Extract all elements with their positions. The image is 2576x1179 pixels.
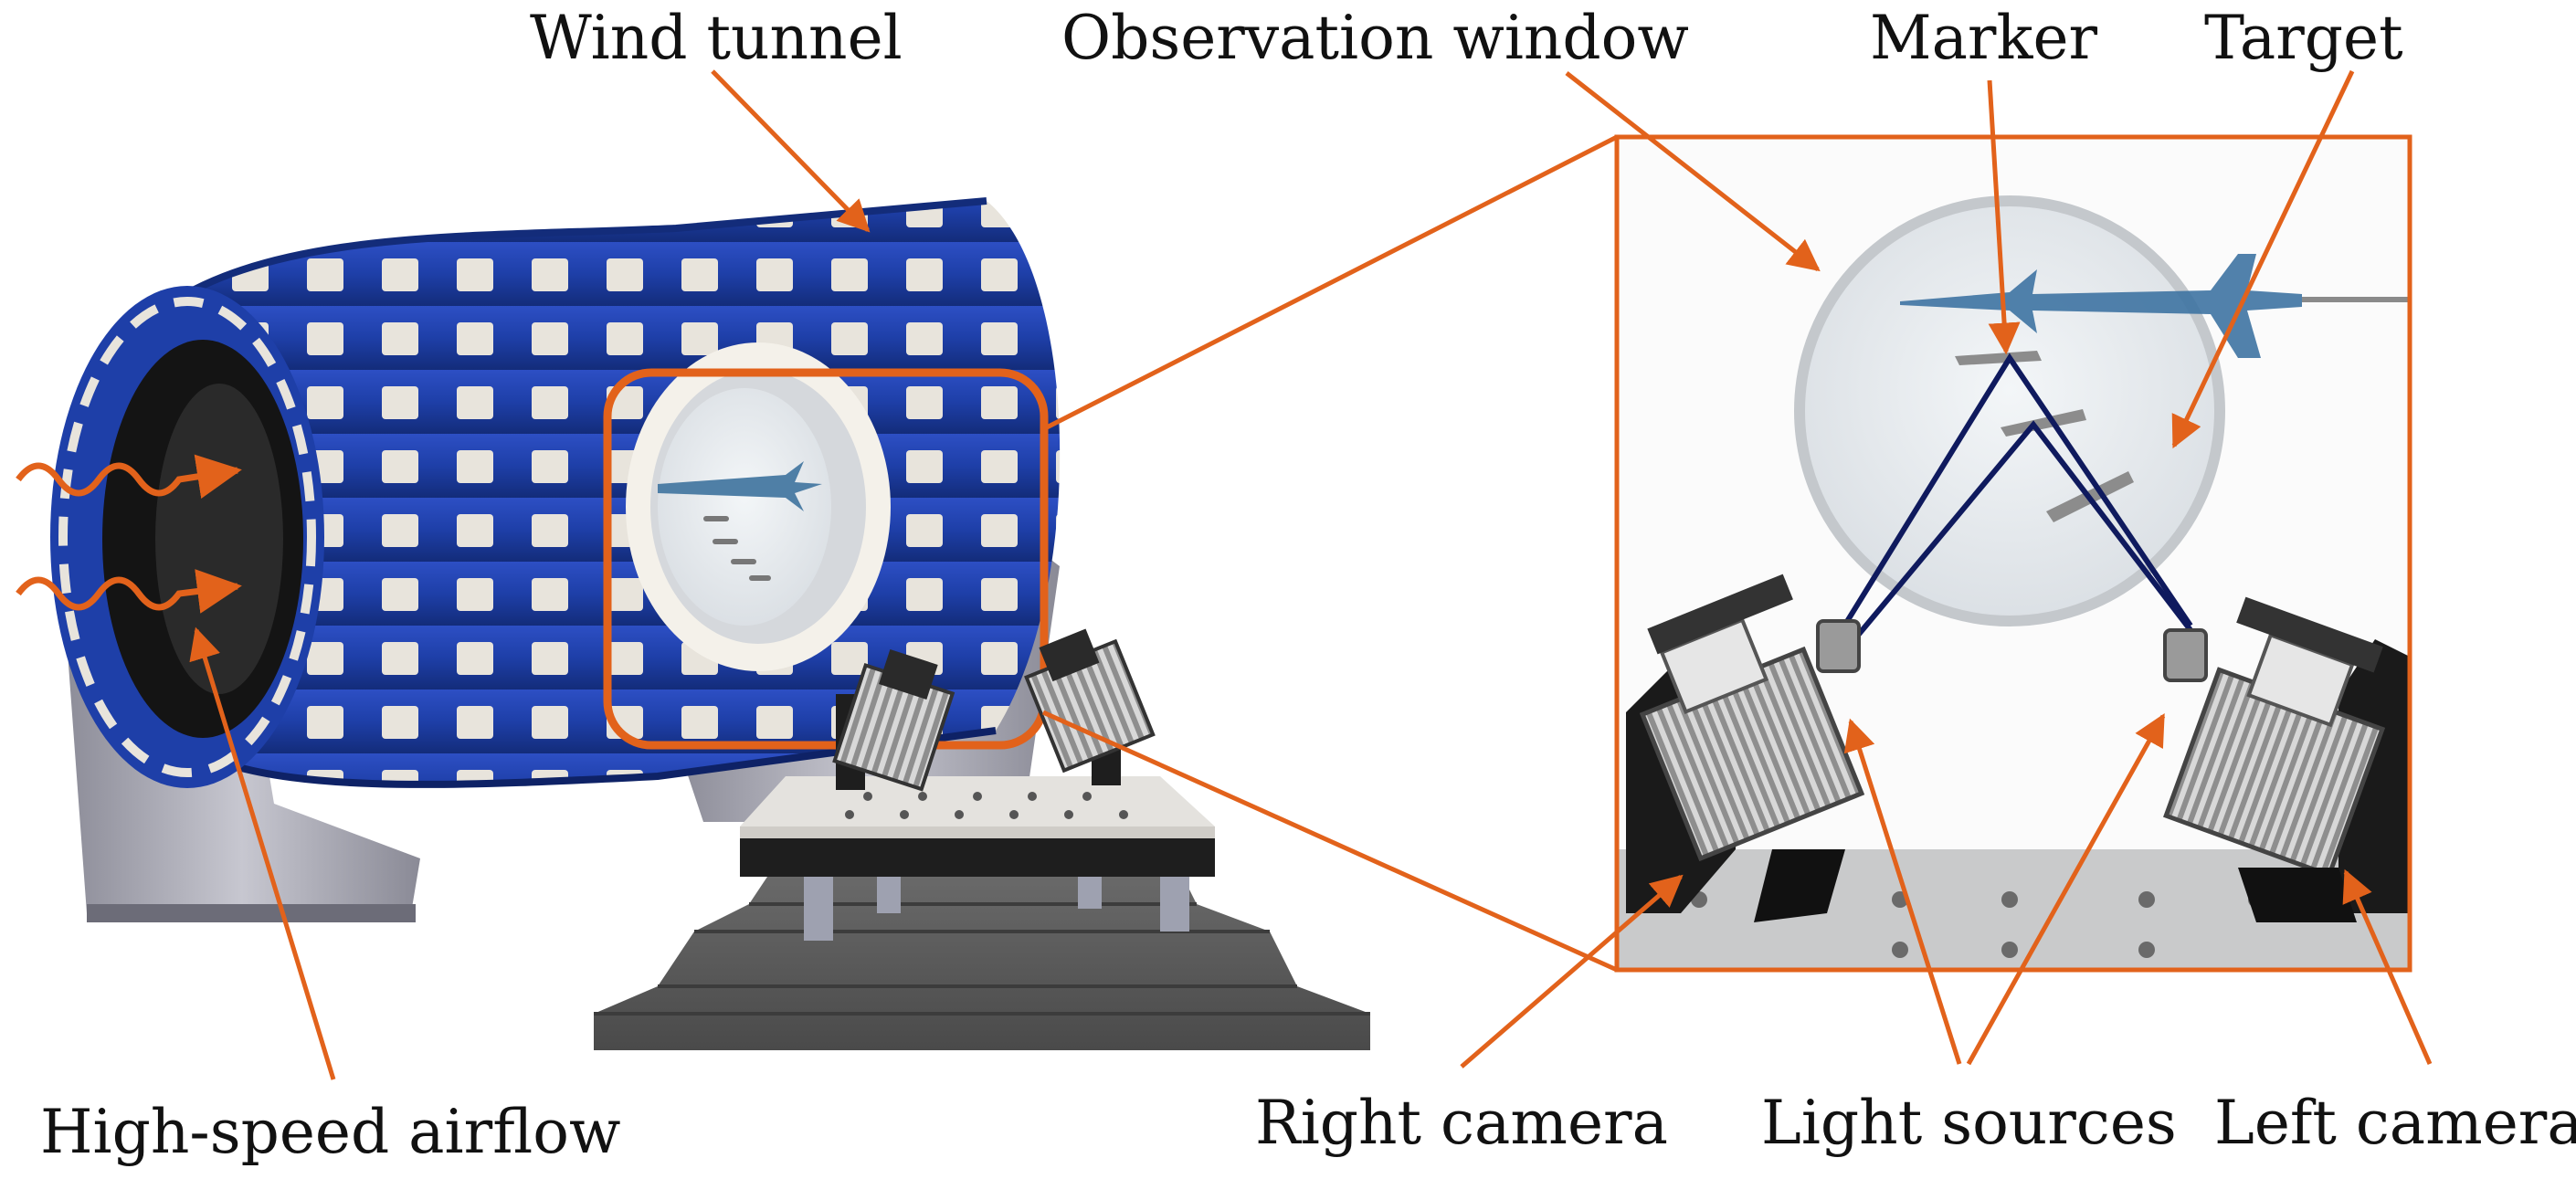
label-high-speed-airflow: High-speed airflow [40, 1097, 620, 1167]
annotation-arrows [189, 69, 2433, 1080]
inset-light-rays [1833, 353, 2193, 650]
inset-left-camera-icon [2163, 596, 2410, 922]
inset-right-camera-icon [1626, 574, 1865, 922]
zoom-inset-frame [1614, 134, 2412, 973]
label-observation-window: Observation window [1061, 3, 1689, 73]
observation-region-highlight [603, 368, 1049, 750]
wind-tunnel-model [50, 197, 1061, 922]
zoom-inset [1614, 134, 2412, 973]
zoom-connector-lines [1041, 134, 1619, 973]
label-light-sources: Light sources [1761, 1088, 2177, 1158]
inset-missile-icon [1900, 254, 2302, 358]
airflow-wavy-arrow-icon [16, 454, 242, 614]
label-right-camera: Right camera [1255, 1088, 1668, 1158]
camera-icon [832, 648, 955, 792]
camera-icon [1024, 628, 1156, 785]
camera-platform [594, 628, 1370, 1050]
label-left-camera: Left camera [2214, 1088, 2576, 1158]
label-target: Target [2204, 3, 2403, 73]
label-marker: Marker [1870, 3, 2098, 73]
label-wind-tunnel: Wind tunnel [530, 3, 903, 73]
tunnel-window-missile-icon [658, 461, 822, 511]
inset-observation-window [1794, 195, 2225, 626]
